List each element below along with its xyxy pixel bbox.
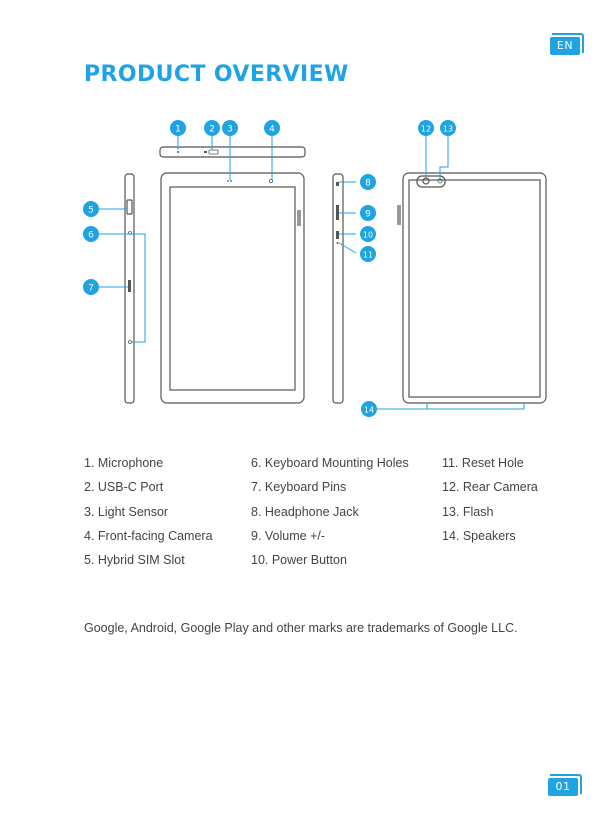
svg-text:13: 13 bbox=[443, 125, 453, 134]
callout-12: 12 bbox=[418, 120, 434, 136]
legend-column-3: 11. Reset Hole 12. Rear Camera 13. Flash… bbox=[442, 451, 538, 548]
callout-6: 6 bbox=[83, 226, 99, 242]
svg-text:8: 8 bbox=[365, 179, 371, 189]
language-badge: EN bbox=[550, 33, 584, 55]
front-screen bbox=[169, 186, 296, 391]
legend-item: 1. Microphone bbox=[84, 456, 164, 470]
callout-10: 10 bbox=[360, 226, 376, 242]
legend-item: 9. Volume +/- bbox=[251, 528, 325, 543]
svg-text:1: 1 bbox=[175, 125, 181, 135]
callout-13: 13 bbox=[440, 120, 456, 136]
left-side-view bbox=[124, 173, 135, 404]
callout-5: 5 bbox=[83, 201, 99, 217]
svg-text:12: 12 bbox=[421, 125, 431, 134]
svg-text:9: 9 bbox=[365, 210, 371, 220]
legend-item: 3. Light Sensor bbox=[84, 504, 169, 519]
legend-item: 8. Headphone Jack bbox=[251, 504, 359, 519]
svg-text:7: 7 bbox=[88, 284, 94, 294]
callout-11: 11 bbox=[360, 246, 376, 262]
svg-text:3: 3 bbox=[227, 125, 233, 135]
svg-text:11: 11 bbox=[363, 251, 373, 260]
legend-item: 11. Reset Hole bbox=[442, 456, 524, 470]
top-edge-view bbox=[159, 146, 306, 158]
legend-item: 7. Keyboard Pins bbox=[251, 480, 347, 495]
callout-markers: 1 2 3 4 5 6 7 8 9 10 11 12 13 14 bbox=[83, 120, 456, 417]
legend-item: 12. Rear Camera bbox=[442, 480, 538, 495]
legend-item: 2. USB-C Port bbox=[84, 480, 164, 495]
legend-item: 4. Front-facing Camera bbox=[84, 528, 213, 543]
svg-text:6: 6 bbox=[88, 231, 94, 241]
callout-7: 7 bbox=[83, 279, 99, 295]
page-title: PRODUCT OVERVIEW bbox=[84, 62, 349, 87]
callout-14: 14 bbox=[361, 401, 377, 417]
back-view bbox=[402, 172, 547, 404]
callout-2: 2 bbox=[204, 120, 220, 136]
front-view bbox=[160, 172, 305, 404]
legend-column-2: 6. Keyboard Mounting Holes 7. Keyboard P… bbox=[251, 451, 409, 572]
callout-9: 9 bbox=[360, 205, 376, 221]
trademark-notice: Google, Android, Google Play and other m… bbox=[84, 621, 518, 635]
page-number-badge: 01 bbox=[548, 774, 582, 796]
right-side-view bbox=[332, 173, 344, 404]
legend-item: 6. Keyboard Mounting Holes bbox=[251, 456, 409, 470]
svg-text:2: 2 bbox=[209, 125, 215, 135]
svg-text:14: 14 bbox=[364, 406, 374, 415]
legend-item: 5. Hybrid SIM Slot bbox=[84, 553, 185, 568]
svg-text:5: 5 bbox=[88, 206, 94, 216]
callout-1: 1 bbox=[170, 120, 186, 136]
svg-text:10: 10 bbox=[363, 231, 373, 240]
svg-text:4: 4 bbox=[269, 125, 275, 135]
callout-3: 3 bbox=[222, 120, 238, 136]
legend-column-1: 1. Microphone 2. USB-C Port 3. Light Sen… bbox=[84, 451, 213, 572]
callout-8: 8 bbox=[360, 174, 376, 190]
callout-4: 4 bbox=[264, 120, 280, 136]
legend-item: 13. Flash bbox=[442, 504, 494, 519]
legend-item: 14. Speakers bbox=[442, 528, 516, 543]
legend-item: 10. Power Button bbox=[251, 553, 347, 568]
